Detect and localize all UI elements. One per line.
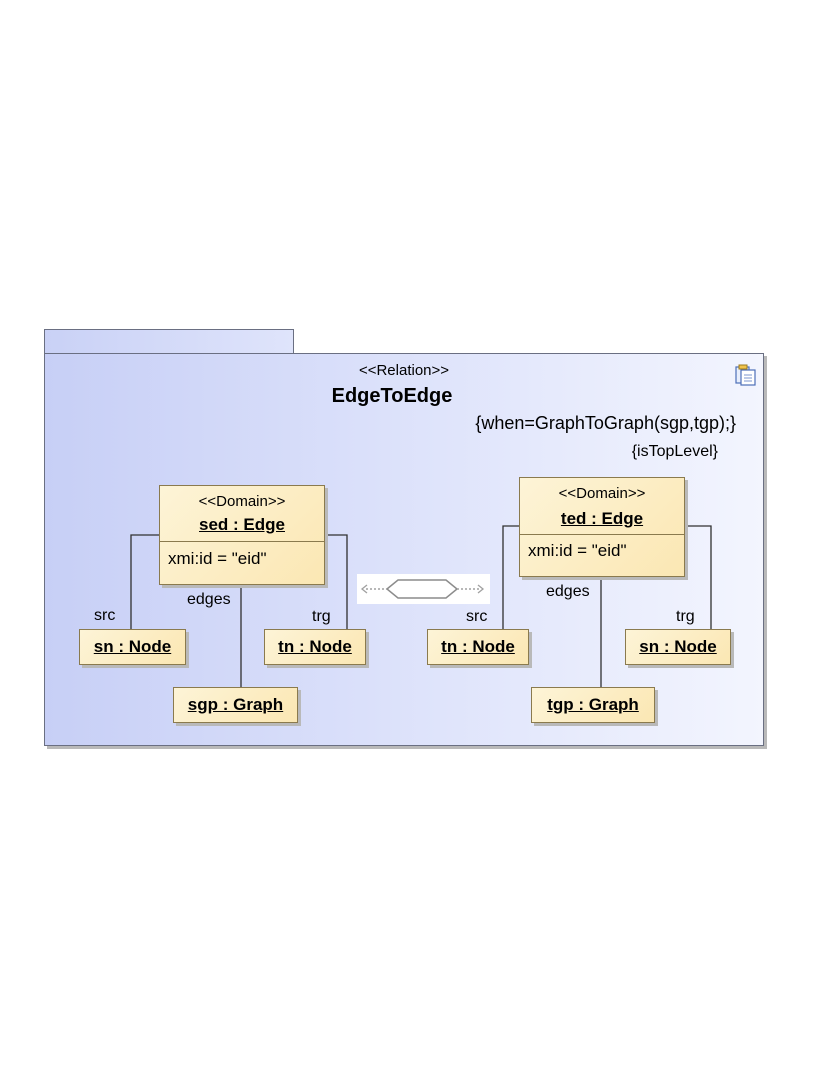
source-domain-name: sed : Edge	[199, 515, 285, 534]
relation-stereotype: <<Relation>>	[358, 362, 450, 379]
source-trg-node[interactable]: tn : Node	[264, 629, 366, 665]
source-domain-attribute: xmi:id = "eid"	[168, 549, 267, 568]
target-domain-name: ted : Edge	[560, 509, 644, 528]
right-src-label: src	[466, 608, 488, 625]
right-trg-label: trg	[676, 608, 695, 625]
package-diagram-icon	[735, 364, 756, 386]
source-domain-box[interactable]: <<Domain>> sed : Edge xmi:id = "eid"	[159, 485, 325, 585]
right-trg-link	[684, 525, 712, 632]
compartment-divider	[160, 541, 324, 542]
left-src-link	[130, 534, 160, 632]
left-src-label: src	[94, 607, 116, 624]
source-src-node[interactable]: sn : Node	[79, 629, 186, 665]
left-trg-link	[324, 534, 348, 632]
target-src-node[interactable]: tn : Node	[427, 629, 529, 665]
target-domain-stereotype: <<Domain>>	[558, 485, 646, 502]
right-src-link	[502, 525, 519, 632]
package-tab	[44, 329, 294, 353]
source-domain-stereotype: <<Domain>>	[198, 493, 286, 510]
relation-toplevel-property: {isTopLevel}	[631, 443, 718, 460]
right-edges-label: edges	[546, 583, 590, 600]
target-domain-attribute: xmi:id = "eid"	[528, 541, 627, 560]
target-trg-node[interactable]: sn : Node	[625, 629, 731, 665]
hexagon-transformation-icon	[357, 574, 490, 604]
target-graph[interactable]: tgp : Graph	[531, 687, 655, 723]
left-edges-label: edges	[187, 591, 231, 608]
compartment-divider	[520, 534, 684, 535]
relation-name[interactable]: EdgeToEdge	[331, 385, 453, 407]
source-graph[interactable]: sgp : Graph	[173, 687, 298, 723]
relation-when-clause: {when=GraphToGraph(sgp,tgp);}	[475, 413, 736, 433]
target-domain-box[interactable]: <<Domain>> ted : Edge xmi:id = "eid"	[519, 477, 685, 577]
left-trg-label: trg	[312, 608, 331, 625]
